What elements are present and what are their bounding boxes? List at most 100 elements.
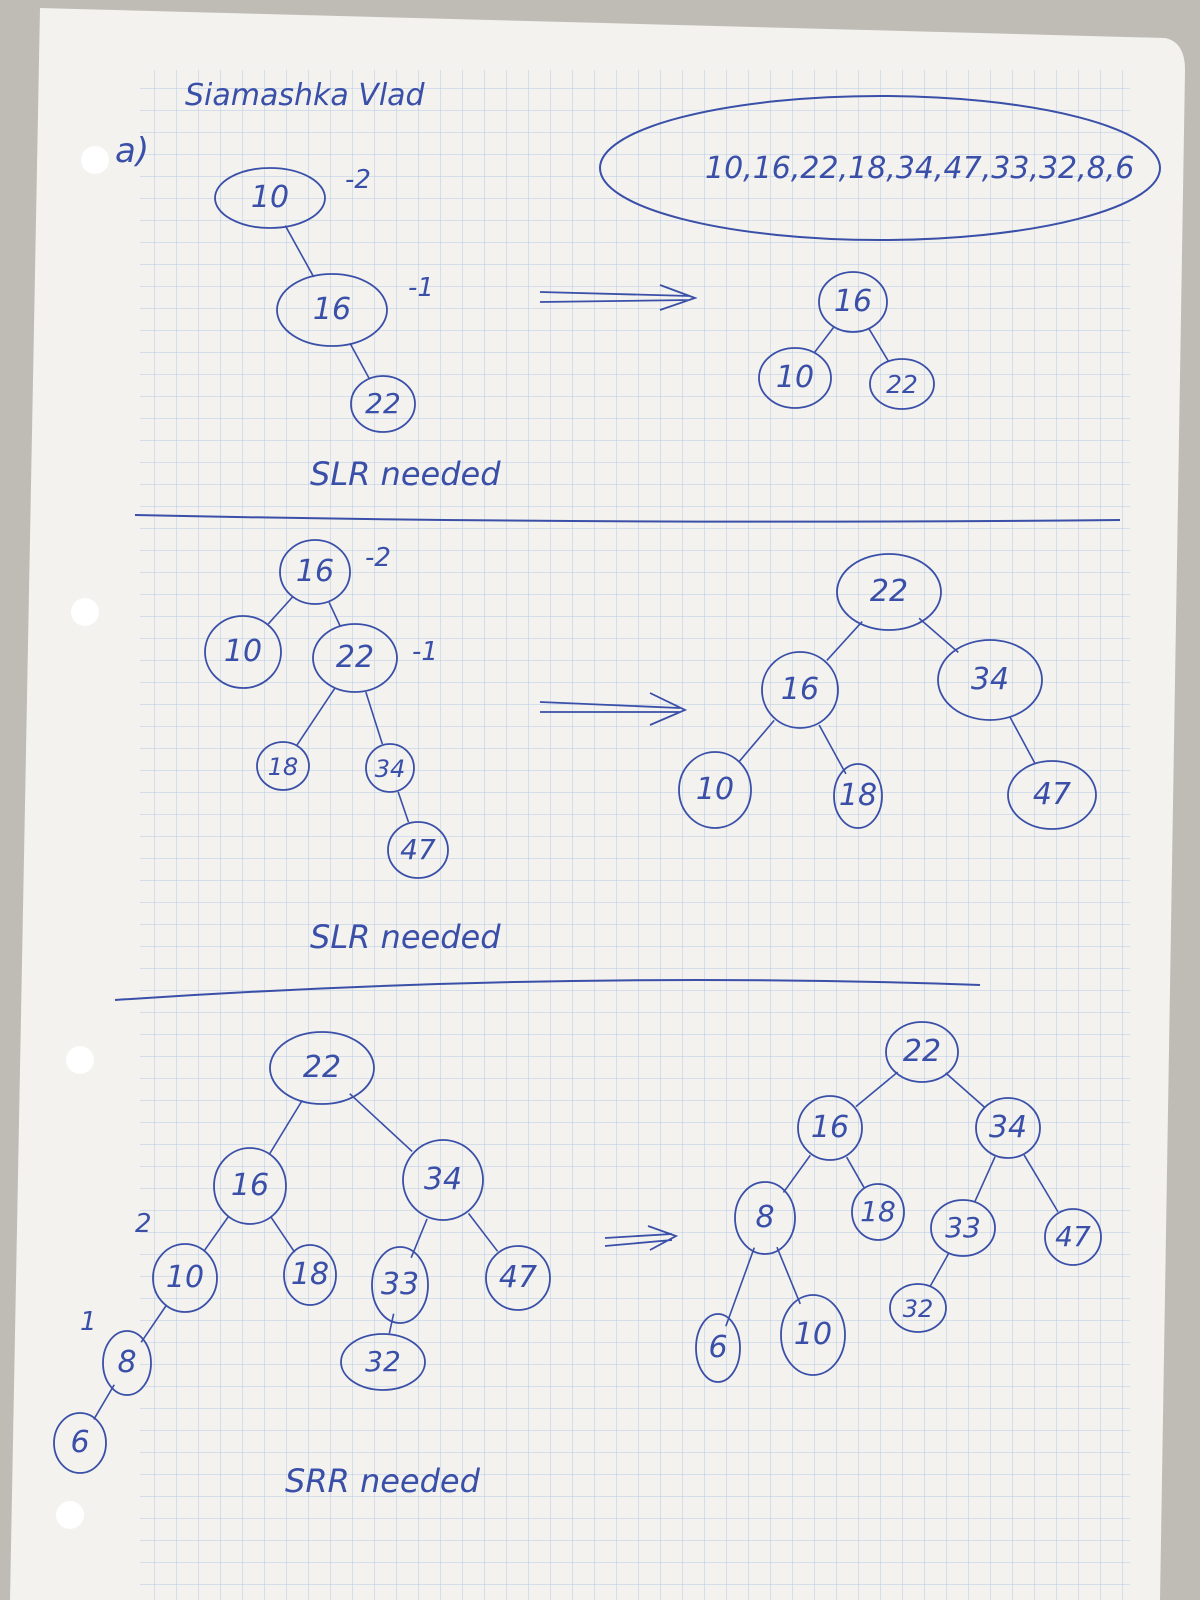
node-circle [818, 271, 888, 333]
node-value: 16 [296, 554, 334, 589]
node-circle [213, 1147, 287, 1225]
binder-hole [56, 1501, 84, 1529]
tree-edge [929, 1253, 950, 1287]
node-value: 22 [886, 370, 918, 399]
node-circle [780, 1294, 846, 1376]
node-value: 33 [945, 1211, 981, 1244]
node-10: 10 [780, 1294, 846, 1376]
node-circle [734, 1181, 796, 1255]
node-value: 47 [1033, 777, 1071, 812]
tree-edge [725, 1247, 756, 1327]
node-value: 18 [839, 778, 877, 813]
node-34: 34 [975, 1097, 1041, 1159]
node-47: 47 [1007, 760, 1097, 830]
node-circle [833, 763, 883, 829]
node-value: 22 [365, 387, 401, 420]
node-circle [851, 1183, 905, 1241]
node-18: 18 [851, 1183, 905, 1241]
node-value: 22 [336, 640, 374, 675]
node-circle [885, 1021, 959, 1083]
node-22: 22 [869, 358, 935, 410]
sequence-oval [599, 95, 1161, 241]
node-value: 34 [375, 755, 406, 783]
node-circle [102, 1330, 152, 1396]
node-10: 10 [204, 615, 282, 689]
node-16: 16 [276, 273, 388, 347]
node-circle [365, 743, 415, 793]
node-circle [152, 1243, 218, 1313]
node-22: 22 [836, 553, 942, 631]
binder-hole [66, 1046, 94, 1074]
tree-edge [267, 596, 294, 625]
node-circle [485, 1245, 551, 1311]
node-33: 33 [371, 1246, 429, 1324]
node-value: 22 [870, 574, 908, 609]
node-value: 16 [834, 284, 872, 319]
tree-edge [349, 342, 370, 379]
node-value: 34 [971, 662, 1009, 697]
node-value: 22 [303, 1050, 341, 1085]
node-value: 47 [400, 833, 436, 866]
tree-edge [203, 1216, 229, 1252]
tree-edge [270, 1216, 296, 1253]
tree-edge [397, 791, 410, 823]
node-47: 47 [485, 1245, 551, 1311]
tree-edge [868, 328, 890, 362]
node-8: 8 [102, 1330, 152, 1396]
node-34: 34 [365, 743, 415, 793]
node-circle [269, 1031, 375, 1105]
tree-edge [1009, 716, 1036, 764]
caption-step1: SLR needed [310, 455, 501, 493]
tree-edge [813, 326, 835, 354]
caption-step3: SRR needed [285, 1462, 481, 1500]
tree-edge [269, 1099, 303, 1155]
tree-edges [93, 225, 1059, 1420]
tree-edge [296, 687, 336, 746]
node-value: 34 [424, 1162, 462, 1197]
node-circle [761, 651, 839, 729]
tree-edge [140, 1305, 167, 1343]
node-value: 32 [903, 1295, 934, 1323]
section-divider [134, 514, 1121, 523]
node-circle [283, 1244, 337, 1306]
node-circle [204, 615, 282, 689]
node-10: 10 [678, 751, 752, 829]
node-value: 6 [70, 1425, 89, 1460]
balance-factor: 2 [135, 1209, 152, 1239]
balance-factor: -1 [412, 637, 438, 667]
node-circle [53, 1412, 107, 1474]
node-circle [937, 639, 1043, 721]
node-circle [276, 273, 388, 347]
arrow-icon [539, 284, 698, 311]
node-value: 16 [313, 292, 351, 327]
arrow-icon [604, 1225, 679, 1251]
node-22: 22 [312, 623, 398, 693]
caption-step2: SLR needed [310, 918, 501, 956]
node-value: 10 [794, 1317, 832, 1352]
node-value: 16 [231, 1168, 269, 1203]
node-circle [758, 347, 832, 409]
tree-edge [284, 225, 315, 278]
tree-edge [388, 1313, 395, 1334]
insertion-sequence: 10,16,22,18,34,47,33,32,8,6 [705, 151, 1134, 186]
tree-edge [467, 1212, 499, 1252]
binder-hole [81, 146, 109, 174]
part-label: a) [115, 131, 149, 171]
balance-factor: -1 [408, 273, 434, 303]
node-circle [371, 1246, 429, 1324]
node-value: 8 [755, 1200, 774, 1235]
node-circle [402, 1139, 484, 1221]
node-value: 18 [268, 753, 299, 781]
node-10: 10 [758, 347, 832, 409]
node-32: 32 [889, 1283, 947, 1333]
node-47: 47 [387, 821, 449, 879]
node-16: 16 [213, 1147, 287, 1225]
node-circle [889, 1283, 947, 1333]
tree-edge [782, 1154, 811, 1193]
tree-edge [855, 1071, 899, 1108]
node-6: 6 [53, 1412, 107, 1474]
balance-factor: 1 [80, 1307, 97, 1337]
node-value: 10 [251, 180, 289, 215]
